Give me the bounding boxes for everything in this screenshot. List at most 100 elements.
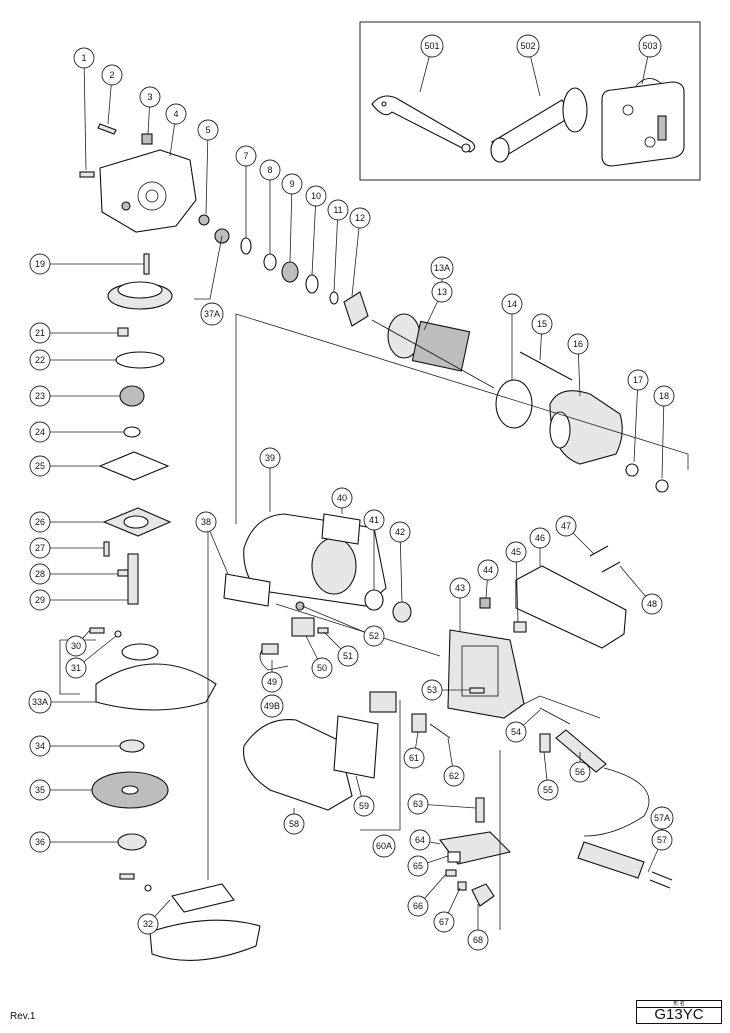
callout-circle	[101, 64, 123, 86]
part-number-label: 49	[267, 677, 277, 687]
callout-2: 2	[101, 64, 123, 125]
part-36-wheel-nut	[117, 833, 147, 851]
part-number-label: 12	[355, 213, 365, 223]
part-1-screw	[79, 171, 95, 178]
part-37A-gear-set	[107, 228, 230, 310]
part-number-label: 43	[455, 583, 465, 593]
part-number-label: 45	[511, 547, 521, 557]
callout-circle	[443, 765, 465, 787]
callout-10: 10	[305, 185, 327, 276]
callout-circle	[529, 527, 551, 549]
callout-circle	[567, 333, 589, 355]
part-62-lead-wire	[429, 723, 451, 739]
part-21-screw	[117, 327, 129, 337]
part-number-label: 67	[439, 917, 449, 927]
model-box: 形 名 G13YC	[636, 1000, 722, 1024]
part-number-label: 7	[243, 151, 248, 161]
callout-32: 32	[137, 899, 171, 935]
callout-circle	[29, 589, 51, 611]
part-number-label: 13	[437, 287, 447, 297]
part-number-label: 26	[35, 517, 45, 527]
part-29-spindle	[127, 553, 139, 605]
part-67-pin	[457, 881, 467, 891]
callout-4: 4	[165, 103, 187, 157]
callout-17: 17	[627, 369, 649, 463]
leader-line	[661, 395, 665, 479]
callout-21: 21	[29, 322, 118, 344]
part-43-handle	[447, 629, 525, 719]
part-number-label: 8	[267, 165, 272, 175]
part-number-label: 22	[35, 355, 45, 365]
part-number-label: 36	[35, 837, 45, 847]
callout-24: 24	[29, 421, 124, 443]
part-number-label: 4	[173, 109, 178, 119]
callout-circle	[638, 34, 662, 58]
callout-circle	[403, 747, 425, 769]
part-number-label: 24	[35, 427, 45, 437]
callout-11: 11	[327, 199, 349, 293]
callout-circle	[349, 207, 371, 229]
part-501-spanner-wrench	[371, 95, 476, 153]
callout-44: 44	[477, 559, 499, 599]
leader-line	[399, 531, 403, 603]
callout-circle	[430, 256, 454, 280]
callout-circle	[29, 455, 51, 477]
callout-5: 5	[197, 119, 219, 215]
callout-7: 7	[235, 145, 257, 238]
part-57-cord-plug	[577, 841, 673, 889]
callout-circle	[331, 487, 353, 509]
callout-13: 13	[423, 281, 453, 331]
leader-line	[301, 605, 375, 637]
part-number-label: 14	[507, 299, 517, 309]
part-number-label: 51	[343, 651, 353, 661]
part-number-label: 27	[35, 543, 45, 553]
callout-53: 53	[421, 679, 470, 701]
callout-501: 501	[419, 34, 444, 93]
part-2-screw	[97, 123, 117, 135]
part-34-wheel-washer	[119, 739, 145, 753]
callout-circle	[641, 593, 663, 615]
callout-circle	[407, 793, 429, 815]
leader-line	[633, 379, 639, 463]
callout-502: 502	[516, 34, 541, 97]
part-33A-wheel-guard	[95, 643, 217, 711]
part-number-label: 57A	[654, 813, 670, 823]
part-number-label: 40	[337, 493, 347, 503]
part-61-capacitor	[411, 713, 427, 733]
callout-43: 43	[449, 577, 471, 632]
leader-line	[205, 129, 209, 215]
callout-23: 23	[29, 385, 120, 407]
callout-circle	[139, 86, 161, 108]
callout-36: 36	[29, 831, 118, 853]
leader-line	[515, 551, 519, 623]
part-number-label: 33A	[32, 697, 48, 707]
leader-line	[289, 183, 293, 263]
part-number-label: 10	[311, 191, 321, 201]
part-number-label: 55	[543, 785, 553, 795]
callout-circle	[29, 349, 51, 371]
part-13-armature	[371, 313, 495, 389]
callout-circle	[516, 34, 540, 58]
part-55-cord-clip	[539, 733, 551, 753]
part-16-stator	[549, 390, 623, 465]
leader-line	[83, 57, 87, 171]
callout-52: 52	[301, 605, 385, 647]
callout-circle	[29, 385, 51, 407]
callout-circle	[501, 293, 523, 315]
callout-circle	[29, 421, 51, 443]
callout-54: 54	[505, 709, 541, 743]
part-number-label: 35	[35, 785, 45, 795]
model-label-small: 形 名	[637, 1001, 721, 1008]
callout-61: 61	[403, 731, 425, 769]
callout-circle	[537, 779, 559, 801]
callout-29: 29	[29, 589, 128, 611]
part-number-label: 62	[449, 771, 459, 781]
callout-15: 15	[531, 313, 553, 361]
callout-50: 50	[305, 635, 333, 679]
part-19-pin	[143, 253, 150, 275]
part-number-label: 23	[35, 391, 45, 401]
part-number-label: 16	[573, 339, 583, 349]
part-65-plate	[447, 851, 461, 863]
revision-label: Rev.1	[10, 1011, 36, 1022]
